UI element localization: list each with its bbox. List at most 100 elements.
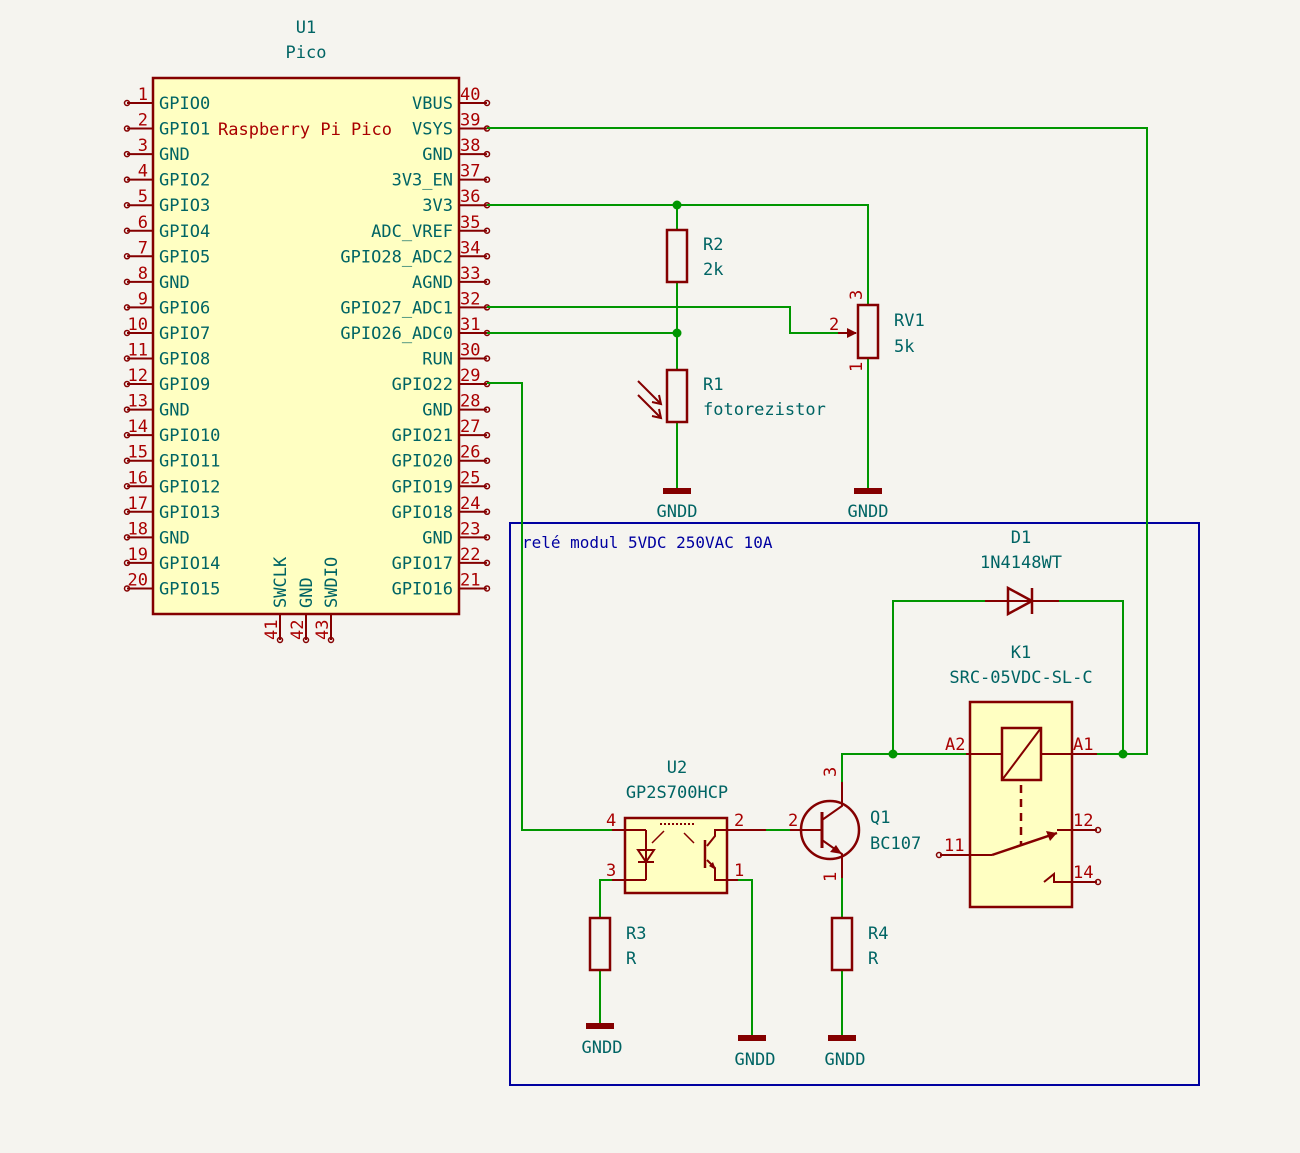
u1-left-pin-num: 4: [138, 162, 148, 182]
r4-value: R: [868, 949, 879, 969]
d1-diode[interactable]: D1 1N4148WT: [980, 528, 1062, 617]
wire-gpio22: [487, 382, 612, 831]
rv1-body: [856, 303, 880, 360]
u1-right-pin-num: 39: [460, 111, 480, 131]
k1-relay[interactable]: K1 SRC-05VDC-SL-C A2 A1 11 12 14: [935, 643, 1102, 909]
u1-ref: U1: [296, 18, 316, 38]
u1-pin-end: [483, 176, 491, 183]
junction-a1: [1118, 749, 1128, 759]
u2-pin1: 1: [734, 861, 744, 881]
u1-right-pin-num: 28: [460, 392, 480, 412]
q1-transistor[interactable]: 2 3 1 Q1 BC107: [788, 767, 921, 882]
u1-bottom-pin-name: SWCLK: [271, 556, 291, 608]
u1-left-pin-num: 12: [128, 366, 148, 386]
u1-right-pin-num: 35: [460, 213, 480, 233]
u1-body: [151, 76, 461, 616]
r4-resistor[interactable]: R4 R: [830, 916, 888, 972]
u1-right-pin-num: 26: [460, 443, 480, 463]
u1-pin-end: [483, 534, 491, 541]
u1-pin-end: [123, 534, 131, 541]
u1-pin-end: [123, 176, 131, 183]
u1-pin-end: [483, 355, 491, 362]
u1-pin-end: [123, 380, 131, 388]
u1-left-pin-name: GND: [159, 145, 190, 165]
u1-pin-end: [123, 150, 131, 158]
r2-body: [665, 228, 689, 284]
u2-ref: U2: [667, 758, 687, 778]
u1-left-pin-num: 2: [138, 111, 148, 131]
u1-pin-end: [123, 227, 131, 234]
u1-right-pin-num: 31: [460, 315, 480, 335]
u1-right-pin-name: GPIO19: [392, 477, 453, 497]
u1-bottom-pin-num: 42: [288, 620, 308, 640]
u1-left-pin-name: GPIO12: [159, 477, 220, 497]
u1-right-pin-name: GPIO21: [392, 426, 453, 446]
u1-right-pin-name: GPIO16: [392, 579, 453, 599]
u2-pin3: 3: [606, 861, 616, 881]
r1-value: fotorezistor: [703, 400, 826, 420]
u1-left-pin-name: GND: [159, 273, 190, 293]
u1-pin-end: [123, 253, 131, 260]
u1-left-pin-num: 18: [128, 519, 148, 539]
wire-adc1: [487, 306, 855, 334]
r1-body: [665, 368, 689, 424]
k1-value: SRC-05VDC-SL-C: [949, 668, 1092, 688]
wires-top: [487, 127, 1148, 831]
r3-body: [588, 916, 612, 972]
u1-right-pin-num: 40: [460, 85, 480, 105]
u1-bottom-pin-name: GND: [297, 577, 317, 608]
u1-pin-end: [483, 483, 491, 490]
u1-right-pin-name: 3V3_EN: [392, 171, 453, 191]
u1-right-pin-num: 32: [460, 289, 480, 309]
u1-right-pin-num: 38: [460, 136, 480, 156]
r1-photoresistor[interactable]: R1 fotorezistor: [637, 368, 826, 424]
k1-ref: K1: [1011, 643, 1031, 663]
r3-ref: R3: [626, 924, 646, 944]
u1-left-pin-name: GND: [159, 528, 190, 548]
u1-pin-end: [123, 508, 131, 516]
wires-relay: [599, 600, 1124, 1035]
u1-left-pin-num: 15: [128, 443, 148, 463]
u1-left-pin-num: 13: [128, 392, 148, 412]
r2-resistor[interactable]: R2 2k: [665, 228, 723, 284]
u1-right-pin-name: GPIO26_ADC0: [340, 324, 453, 344]
u1-right-pin-name: AGND: [412, 273, 453, 293]
u1-pin-end: [123, 304, 131, 311]
rv1-potentiometer[interactable]: 2 3 1 RV1 5k: [829, 290, 925, 372]
wire-d1-cathode-side: [892, 600, 985, 754]
u1-pin-end: [302, 636, 310, 644]
u1-pin-end: [123, 431, 131, 439]
rv1-pin1: 1: [847, 362, 867, 372]
k1-pin-14: 14: [1073, 863, 1093, 883]
u1-right-pin-num: 29: [460, 366, 480, 386]
u1-right-pin-name: GPIO28_ADC2: [340, 247, 453, 267]
u1-left-pin-name: GPIO2: [159, 171, 210, 191]
r3-resistor[interactable]: R3 R: [588, 916, 646, 972]
r2-ref: R2: [703, 235, 723, 255]
r4-body: [830, 916, 854, 972]
u1-right-pin-num: 25: [460, 468, 480, 488]
gnd-label-r3: GNDD: [582, 1038, 623, 1058]
q1-value: BC107: [870, 834, 921, 854]
u2-optocoupler[interactable]: U2 GP2S700HCP 4 3 2 1: [606, 758, 766, 895]
u1-value: Pico: [286, 43, 327, 63]
u1-left-pin-name: GPIO10: [159, 426, 220, 446]
u1-pin-end: [483, 278, 491, 286]
u1-right-pin-name: GPIO17: [392, 554, 453, 574]
u2-led-icon: [636, 849, 656, 864]
u1-left-pin-name: GPIO13: [159, 503, 220, 523]
q1-ref: Q1: [870, 808, 890, 828]
u1-pin-end: [483, 99, 491, 107]
u1-pin-end: [123, 406, 131, 413]
u1-left-pin-num: 9: [138, 289, 148, 309]
u1-left-pin-name: GPIO3: [159, 196, 210, 216]
wire-u2p3-r3: [599, 879, 612, 918]
u1-pin-end: [483, 406, 491, 413]
junction-a2: [888, 749, 898, 759]
wire-d1-anode-side: [1059, 600, 1124, 755]
k1-nc-contact: [1043, 871, 1097, 883]
u1-pin-end: [123, 355, 131, 362]
u1-left-pin-num: 19: [128, 545, 148, 565]
gnd-symbol-rv1: GNDD: [848, 488, 888, 522]
